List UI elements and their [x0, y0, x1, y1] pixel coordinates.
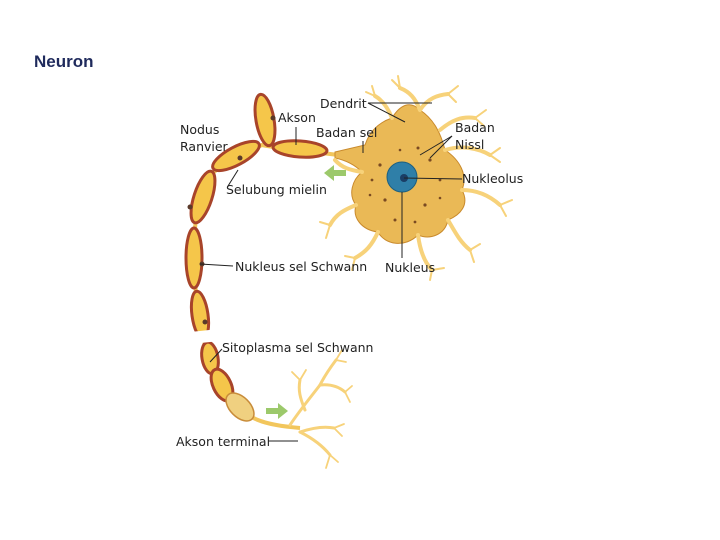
label-nukleus-sel-schwann: Nukleus sel Schwann: [235, 259, 367, 274]
myelin-sheath: [184, 92, 329, 422]
leader-lines: [199, 102, 463, 442]
label-sitoplasma-sel-schwann: Sitoplasma sel Schwann: [222, 340, 373, 355]
label-akson-terminal: Akson terminal: [176, 434, 270, 449]
label-selubung-mielin: Selubung mielin: [226, 182, 327, 197]
label-badan-sel: Badan sel: [316, 125, 377, 140]
signal-arrow-top: [324, 165, 346, 181]
slide-title: Neuron: [34, 52, 94, 71]
label-dendrit: Dendrit: [320, 96, 367, 111]
label-badan-nissl-1: Badan: [455, 120, 495, 135]
label-nodus-1: Nodus: [180, 122, 219, 137]
label-nukleolus: Nukleolus: [462, 171, 523, 186]
signal-arrow-bottom: [266, 403, 288, 419]
label-nodus-2: Ranvier: [180, 139, 229, 154]
axon-terminal-branches: [288, 358, 347, 457]
label-nukleus: Nukleus: [385, 260, 435, 275]
axon-break: [183, 329, 219, 345]
dendrites: [328, 86, 502, 272]
label-akson: Akson: [278, 110, 316, 125]
label-badan-nissl-2: Nissl: [455, 137, 484, 152]
